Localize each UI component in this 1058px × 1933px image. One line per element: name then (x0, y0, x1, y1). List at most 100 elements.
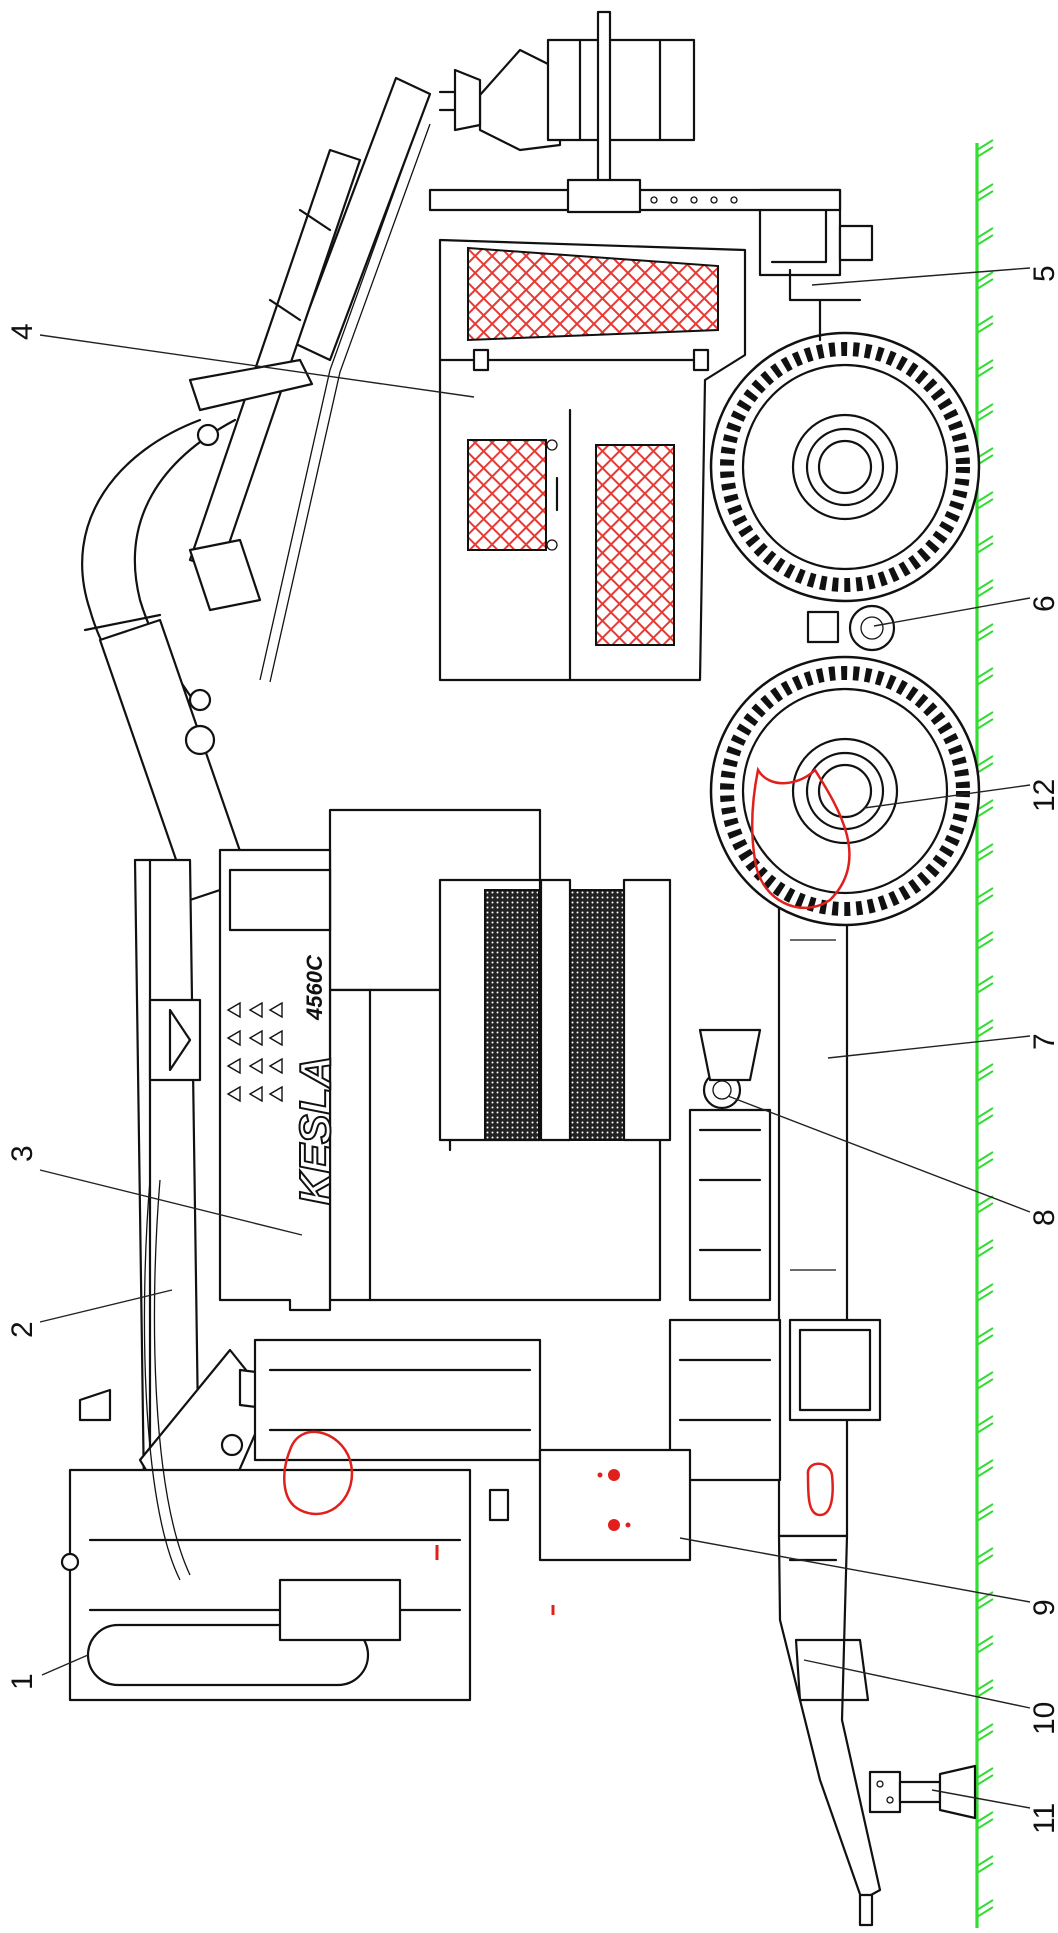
conveyor-support (668, 1028, 882, 1482)
ground-hatch-mark (976, 1774, 994, 1786)
highlight-axle-point (750, 766, 851, 910)
ground-hatch-mark (976, 667, 994, 679)
leader-6 (873, 597, 1031, 627)
ground-hatch-mark (976, 1327, 994, 1339)
ground-hatch-mark (976, 234, 994, 246)
warning-triangle (268, 1085, 283, 1103)
ground-hatch-mark (976, 542, 994, 554)
brand-model: 4560C (302, 954, 327, 1021)
ground-hatch-mark (976, 931, 994, 943)
ground-hatch-mark (976, 1283, 994, 1295)
ground-hatch-mark (976, 1195, 994, 1207)
ground-hatch-mark (976, 1334, 994, 1346)
ground-hatch-mark (976, 278, 994, 290)
warning-triangle (226, 1085, 241, 1103)
ground-hatch-mark (976, 1598, 994, 1610)
leader-9 (679, 1537, 1031, 1603)
ground-hatch-mark (976, 271, 994, 283)
ground-hatch-mark (976, 1019, 994, 1031)
leader-8 (727, 1095, 1031, 1213)
ground-hatch-mark (976, 1151, 994, 1163)
ground-hatch-mark (976, 938, 994, 950)
ground-hatch-mark (976, 1459, 994, 1471)
ground-hatch-mark (976, 1063, 994, 1075)
warning-triangle (268, 1001, 283, 1019)
callout-1: 1 (6, 1673, 39, 1690)
ground-hatch-mark (976, 1371, 994, 1383)
callout-10: 10 (1028, 1702, 1058, 1735)
ground-hatch-mark (976, 1723, 994, 1735)
operator-cab (60, 1338, 692, 1702)
engine-power-pack (438, 238, 747, 682)
ground-hatch-mark (976, 146, 994, 158)
ground-hatch-mark (976, 403, 994, 415)
warning-triangles (226, 1001, 283, 1103)
ground-hatch-mark (976, 491, 994, 503)
leader-12 (863, 784, 1031, 809)
ground-hatch-mark (976, 975, 994, 987)
ground-hatch-mark (976, 410, 994, 422)
crane-tip-grapple (438, 10, 696, 184)
leader-10 (803, 1659, 1031, 1709)
ground-hatch-mark (976, 1862, 994, 1874)
bogie-wheels (709, 331, 981, 927)
ground-hatch-mark (976, 366, 994, 378)
ground-hatch-mark (976, 1378, 994, 1390)
ground-hatch-mark (976, 711, 994, 723)
ground-hatch-mark (976, 755, 994, 767)
callout-leaders (39, 267, 1031, 1809)
ground-hatch-mark (976, 1466, 994, 1478)
ground-hatch-mark (976, 1290, 994, 1302)
ground-hatch-mark (976, 579, 994, 591)
wheel-upper (709, 331, 981, 603)
ground-hatch-mark (976, 630, 994, 642)
callout-12: 12 (1028, 779, 1058, 812)
ground-hatch-mark (976, 1679, 994, 1691)
ground-hatch-mark (976, 623, 994, 635)
ground-hatch-mark (976, 1114, 994, 1126)
ground-hatch-mark (976, 806, 994, 818)
ground-hatch-mark (976, 190, 994, 202)
ground-hatch-mark (976, 982, 994, 994)
highlight-hitch-socket (806, 1462, 834, 1517)
callout-labels: 1 2 3 4 5 6 7 8 9 10 11 12 (6, 265, 1058, 1834)
callout-3: 3 (6, 1145, 39, 1162)
ground-hatch-mark (976, 1635, 994, 1647)
warning-triangle (268, 1029, 283, 1047)
hydraulic-hoses (143, 119, 431, 1581)
ground-hatch-mark (976, 1730, 994, 1742)
support-leg (868, 1764, 977, 1820)
ground-hatch-mark (976, 1855, 994, 1867)
ground-hatch-mark (976, 1547, 994, 1559)
leader-5 (811, 267, 1031, 286)
leader-3 (39, 1169, 303, 1236)
ground-hatch-mark (976, 674, 994, 686)
crane-boom (81, 76, 432, 902)
ground-hatch-mark (976, 894, 994, 906)
leader-7 (827, 1035, 1031, 1059)
highlight-cab-control (283, 1430, 354, 1516)
brand-logo: KESLA (291, 1056, 340, 1205)
warning-triangle (248, 1085, 263, 1103)
warning-triangle (268, 1057, 283, 1075)
highlight-grease-point (625, 1522, 631, 1528)
ground-hatch-mark (976, 718, 994, 730)
highlight-grease-point (597, 1472, 603, 1478)
warning-triangle (248, 1057, 263, 1075)
ground-hatch-mark (976, 1246, 994, 1258)
ground-hatch-mark (976, 1767, 994, 1779)
ground-hatch-mark (976, 1239, 994, 1251)
ground-hatch-mark (976, 1510, 994, 1522)
ground-hatch-mark (976, 322, 994, 334)
callout-7: 7 (1028, 1033, 1058, 1050)
ground-hatch-mark (976, 1070, 994, 1082)
highlight-markers (283, 766, 851, 1615)
ground-hatch-mark (976, 1811, 994, 1823)
leader-2 (39, 1289, 173, 1323)
ground-hatch-mark (976, 586, 994, 598)
highlight-grease-point (608, 1519, 620, 1531)
warning-triangle (248, 1001, 263, 1019)
exhaust-rail (428, 178, 842, 214)
callout-9: 9 (1028, 1599, 1058, 1616)
ground-hatch-mark (976, 1591, 994, 1603)
